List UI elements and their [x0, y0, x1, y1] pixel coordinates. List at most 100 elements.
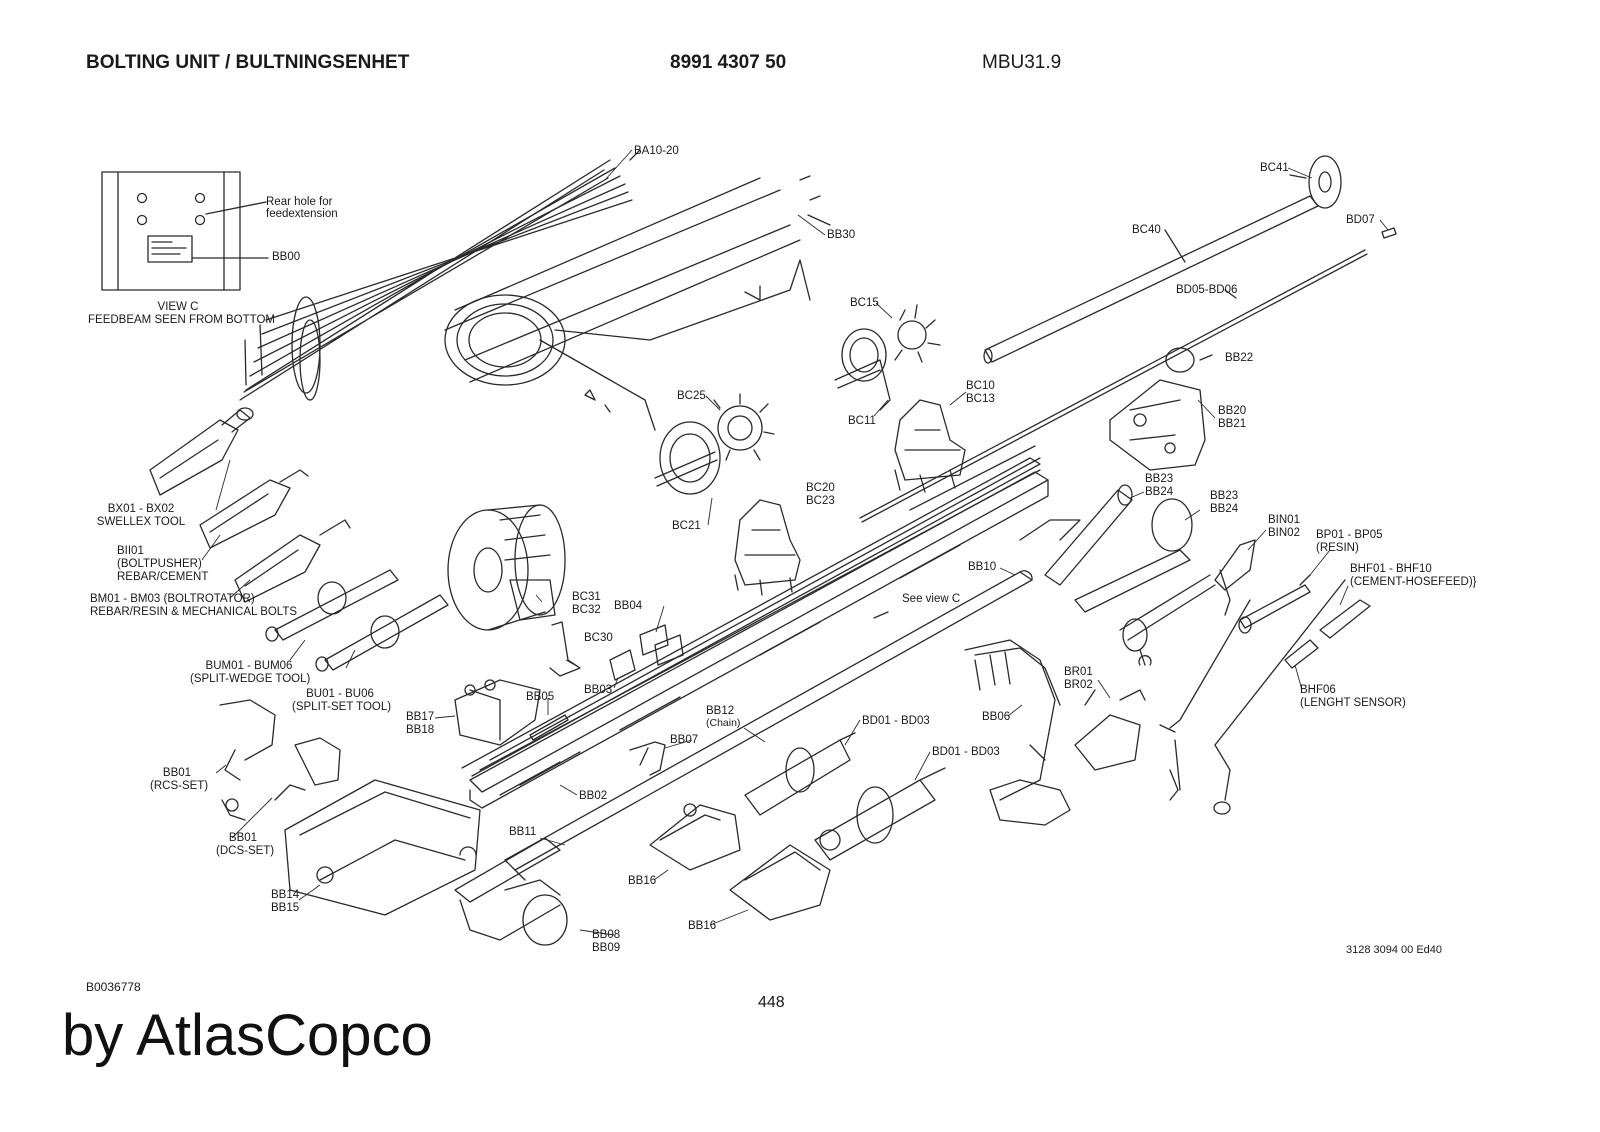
dcs-set: [274, 737, 341, 801]
bc30-part: [549, 621, 581, 677]
label-bb23-b: BB23: [1210, 490, 1239, 502]
page-number: 448: [758, 994, 785, 1011]
label-split-set-group: BU01 - BU06 (SPLIT-SET TOOL): [292, 688, 392, 714]
label-rebar-resin: REBAR/RESIN & MECHANICAL BOLTS: [90, 606, 298, 618]
bb07-bracket: [629, 741, 666, 776]
label-bb01-rcs: BB01: [162, 767, 192, 779]
label-ba10-20: BA10-20: [634, 145, 679, 157]
label-bin01: BIN01: [1268, 514, 1300, 526]
bracket-bc10: [894, 399, 966, 493]
label-bb04: BB04: [614, 600, 643, 612]
label-bd07: BD07: [1346, 214, 1375, 226]
bracket-bb20: [1109, 347, 1213, 471]
label-bc31: BC31: [572, 591, 601, 603]
label-br02: BR02: [1064, 679, 1093, 691]
label-rebar-cement: REBAR/CEMENT: [117, 571, 209, 583]
label-bd05-bd06: BD05-BD06: [1176, 284, 1238, 296]
label-bc10: BC10: [966, 380, 995, 392]
label-bb00: BB00: [272, 251, 301, 263]
label-bc13: BC13: [966, 393, 995, 405]
label-bc21: BC21: [672, 520, 701, 532]
label-bb08-bb09: BB08 BB09: [592, 929, 620, 955]
cylinder-bb23: [1019, 484, 1216, 666]
label-bb23-bb24-a: BB23 BB24: [1145, 473, 1173, 499]
label-bii01: BII01: [117, 545, 144, 557]
bracket-bc20: [734, 499, 801, 596]
label-bb02: BB02: [579, 790, 608, 802]
label-dcs-group: BB01 (DCS-SET): [216, 832, 275, 858]
view-c-note: Rear hole for feedextension: [266, 196, 338, 220]
label-bc25: BC25: [677, 390, 706, 402]
bb05-bar: [529, 714, 569, 741]
label-bhf01-bhf10: BHF01 - BHF10: [1350, 563, 1432, 575]
label-bc30: BC30: [584, 632, 613, 644]
label-bd01-bd03-a: BD01 - BD03: [862, 715, 930, 727]
label-swellex-group: BX01 - BX02 SWELLEX TOOL: [86, 503, 196, 529]
label-bb12: BB12: [706, 705, 735, 717]
sprocket-bc15: [834, 304, 941, 411]
label-bc41: BC41: [1260, 162, 1289, 174]
label-bb18: BB18: [406, 724, 435, 736]
label-bc40: BC40: [1132, 224, 1161, 236]
label-bb14-bb15: BB14 BB15: [271, 889, 299, 915]
label-split-set: (SPLIT-SET TOOL): [292, 701, 392, 713]
label-bb03: BB03: [584, 684, 613, 696]
label-cement-hosefeed: (CEMENT-HOSEFEED)}: [1350, 576, 1477, 588]
label-boltrotator-group: BM01 - BM03 (BOLTROTATOR) REBAR/RESIN & …: [90, 593, 297, 619]
label-split-wedge-group: BUM01 - BUM06 (SPLIT-WEDGE TOOL): [190, 660, 310, 686]
label-bb05: BB05: [526, 691, 555, 703]
label-length-sensor-group: BHF06 (LENGHT SENSOR): [1300, 684, 1406, 710]
label-bc10-bc13: BC10 BC13: [966, 380, 995, 406]
disc-bc41: [1289, 155, 1342, 209]
resin-unit: [1238, 574, 1311, 634]
tube-bc40: [983, 195, 1319, 364]
label-bc20: BC20: [806, 482, 835, 494]
label-bp01-bp05: BP01 - BP05: [1316, 529, 1383, 541]
label-bb23-a: BB23: [1145, 473, 1174, 485]
sprocket-bc25: [654, 393, 775, 495]
label-bb30: BB30: [827, 229, 856, 241]
label-bc23: BC23: [806, 495, 835, 507]
label-boltpusher-group: BII01 (BOLTPUSHER) REBAR/CEMENT: [117, 545, 208, 584]
label-chain-group: BB12 (Chain): [706, 705, 740, 729]
label-bb14: BB14: [271, 889, 300, 901]
view-c-inset: [101, 171, 269, 291]
label-bc11: BC11: [848, 415, 876, 427]
label-resin: (RESIN): [1316, 542, 1359, 554]
label-hosefeed-group: BHF01 - BHF10 (CEMENT-HOSEFEED)}: [1350, 563, 1477, 589]
label-bb20-bb21: BB20 BB21: [1218, 405, 1246, 431]
label-bb15: BB15: [271, 902, 300, 914]
swellex-tool: [149, 407, 254, 496]
label-dcs-set: (DCS-SET): [216, 845, 275, 857]
label-bx01-bx02: BX01 - BX02: [107, 503, 175, 515]
label-bb09: BB09: [592, 942, 621, 954]
brand-watermark: by AtlasCopco: [62, 1003, 433, 1068]
label-bin01-bin02: BIN01 BIN02: [1268, 514, 1300, 540]
hose-carriage: [444, 175, 831, 431]
label-bin02: BIN02: [1268, 527, 1300, 539]
view-c-note-line1: Rear hole for: [266, 196, 333, 208]
split-wedge-tool: [265, 569, 399, 642]
rod-bd05: [859, 249, 1368, 523]
rod-bundle: [239, 149, 641, 401]
bin01: [1214, 539, 1256, 616]
bb16-frame-a: [649, 803, 741, 871]
label-br01: BR01: [1064, 666, 1093, 678]
bb17-carrier: [454, 679, 541, 746]
label-rcs-group: BB01 (RCS-SET): [150, 767, 208, 793]
boltpusher: [199, 469, 309, 549]
label-bb07: BB07: [670, 734, 699, 746]
feed-beam: [461, 445, 1049, 809]
hose-lines: [1159, 579, 1346, 815]
label-chain: (Chain): [706, 717, 741, 729]
cement-hosefeed: [1284, 599, 1371, 669]
label-boltpusher: (BOLTPUSHER): [117, 558, 202, 570]
bb06-assembly: [964, 639, 1071, 826]
br01-unit: [1074, 689, 1146, 771]
label-bb06: BB06: [982, 711, 1011, 723]
view-c-title-line2: FEEDBEAM SEEN FROM BOTTOM: [88, 314, 275, 326]
document-title: BOLTING UNIT / BULTNINGSENHET: [86, 52, 410, 73]
label-bd01-bd03-b: BD01 - BD03: [932, 746, 1000, 758]
bb03-part: [609, 649, 636, 681]
bb16-frame-b: [729, 844, 831, 921]
